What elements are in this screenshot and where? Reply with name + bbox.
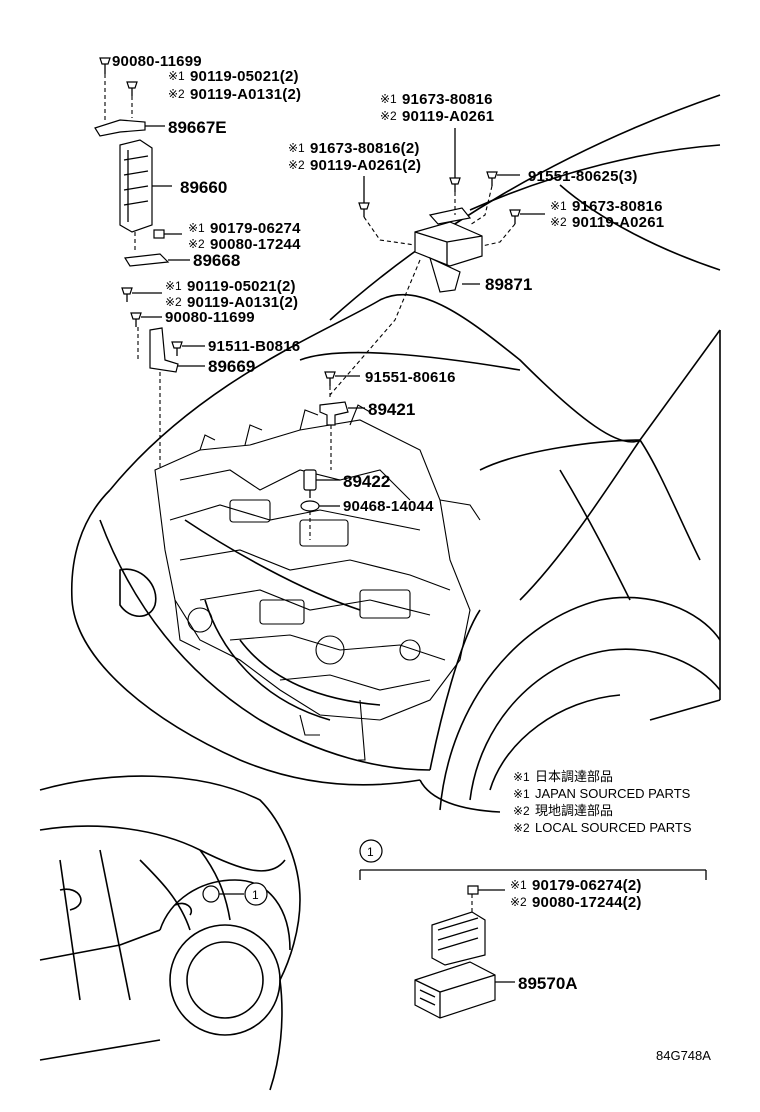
- legend: ※1 日本調達部品 ※1 JAPAN SOURCED PARTS ※2 現地調達…: [513, 769, 692, 835]
- part-number-label: 90119-A0261: [402, 108, 494, 125]
- part-number-label: 91673-80816: [572, 198, 663, 215]
- part-number-label: 89871: [485, 275, 532, 294]
- part-number-label: 91511-B0816: [208, 338, 300, 355]
- right-labels: ※1 91673-80816 ※2 90119-A0261 ※1 91673-8…: [288, 91, 664, 294]
- note-mark: ※2: [168, 87, 185, 101]
- part-number-label: 90179-06274: [210, 220, 301, 237]
- part-number-label: 89669: [208, 357, 255, 376]
- note-mark: ※2: [188, 237, 205, 251]
- bolt-icon: [130, 312, 142, 327]
- part-number-label: 90119-A0261: [572, 214, 664, 231]
- part-number-label: 90468-14044: [343, 498, 434, 515]
- legend-text: 日本調達部品: [535, 769, 613, 784]
- note-mark: ※1: [168, 69, 185, 83]
- note-mark: ※2: [550, 215, 567, 229]
- note-mark: ※2: [380, 109, 397, 123]
- note-mark: ※1: [510, 878, 527, 892]
- part-number-label: 90080-17244: [210, 236, 301, 253]
- part-number-label: 90119-A0131(2): [187, 294, 298, 311]
- engine-assembly: [154, 404, 481, 761]
- bracket-89667e-icon: [94, 119, 146, 137]
- nut-icon: [153, 229, 165, 239]
- bolt-icon: [486, 171, 498, 186]
- part-number-label: 89667E: [168, 118, 227, 137]
- note-mark: ※1: [288, 141, 305, 155]
- part-number-label: 91673-80816(2): [310, 140, 420, 157]
- bracket-89669-icon: [149, 327, 179, 373]
- part-number-label: 91673-80816: [402, 91, 493, 108]
- center-labels: 91551-80616 89421 89422 90468-14044: [343, 369, 456, 515]
- callout-number: 1: [252, 888, 259, 902]
- note-mark: ※2: [510, 895, 527, 909]
- bolt-icon: [509, 209, 521, 224]
- callout-circle-icon: [359, 839, 383, 863]
- note-mark: ※1: [550, 199, 567, 213]
- legend-text: LOCAL SOURCED PARTS: [535, 820, 692, 835]
- callout-number: 1: [367, 845, 374, 859]
- note-mark: ※2: [288, 158, 305, 172]
- part-number-label: 91551-80625(3): [528, 168, 638, 185]
- part-number-label: 90119-A0131(2): [190, 86, 301, 103]
- sensor-89421-icon: [319, 401, 349, 426]
- part-number-label: 90119-A0261(2): [310, 157, 421, 174]
- ecu-89871-icon: [414, 207, 483, 293]
- part-number-label: 90119-05021(2): [187, 278, 296, 295]
- legend-text: JAPAN SOURCED PARTS: [535, 786, 691, 801]
- legend-text: 現地調達部品: [535, 803, 613, 818]
- part-number-label: 89660: [180, 178, 227, 197]
- left-parts-group: [94, 57, 205, 470]
- part-number-label: 89422: [343, 472, 390, 491]
- sensor-89422-icon: [303, 469, 317, 498]
- part-number-label: 90179-06274(2): [532, 877, 642, 894]
- legend-mark: ※1: [513, 770, 530, 784]
- part-number-label: 91551-80616: [365, 369, 456, 386]
- bolt-icon: [121, 287, 133, 302]
- center-parts-group: [300, 371, 365, 540]
- part-number-label: 89421: [368, 400, 415, 419]
- legend-mark: ※1: [513, 787, 530, 801]
- note-mark: ※1: [188, 221, 205, 235]
- bracket-89668-icon: [123, 253, 170, 267]
- o-ring-icon: [300, 500, 320, 512]
- note-mark: ※1: [380, 92, 397, 106]
- part-number-label: 90080-11699: [112, 53, 202, 70]
- note-mark: ※2: [165, 295, 182, 309]
- bolt-icon: [126, 81, 138, 96]
- drawing-code: 84G748A: [656, 1048, 711, 1063]
- part-number-label: 90119-05021(2): [190, 68, 299, 85]
- part-number-label: 90080-17244(2): [532, 894, 642, 911]
- ecu-89660-icon: [119, 139, 153, 233]
- left-labels: 90080-11699 ※1 90119-05021(2) ※2 90119-A…: [112, 53, 301, 376]
- legend-mark: ※2: [513, 821, 530, 835]
- bolt-icon: [171, 341, 183, 356]
- bolt-icon: [449, 177, 461, 192]
- vehicle-rear-view: 1: [39, 775, 301, 1091]
- part-number-label: 90080-11699: [165, 309, 255, 326]
- part-number-label: 89668: [193, 251, 240, 270]
- part-number-label: 89570A: [518, 974, 578, 993]
- detail-89570a-group: 1 ※1 90179-06274(2) ※2 90080-17244(2) 89…: [359, 839, 707, 1019]
- bolt-icon: [99, 57, 111, 74]
- nut-icon: [467, 885, 479, 895]
- bolt-icon: [358, 202, 370, 217]
- bolt-icon: [324, 371, 336, 386]
- ecu-89570a-icon: [414, 911, 496, 1019]
- callout-circle-icon: [244, 882, 268, 906]
- ecu-89871-group: [329, 128, 545, 396]
- note-mark: ※1: [165, 279, 182, 293]
- legend-mark: ※2: [513, 804, 530, 818]
